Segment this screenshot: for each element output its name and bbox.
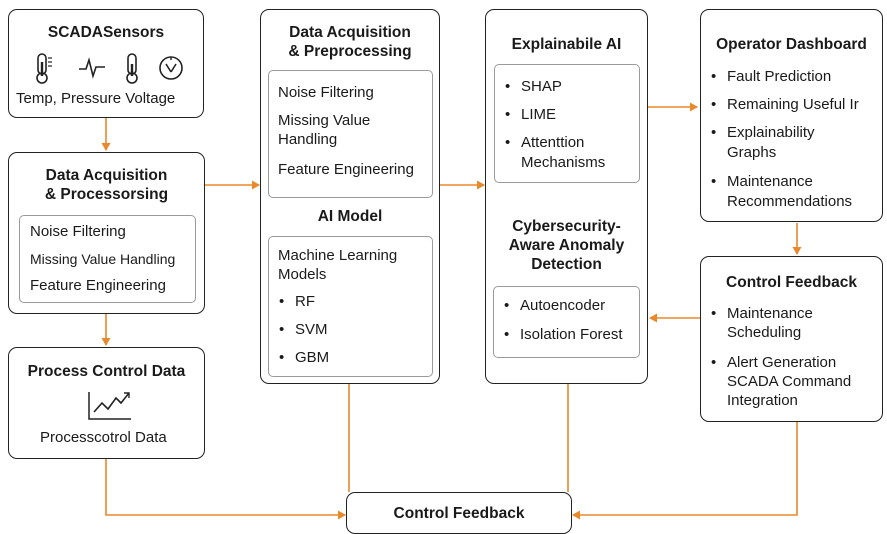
list-item: Noise Filtering <box>278 84 374 101</box>
list-item: Feature Engineering <box>30 277 166 294</box>
data-acquisition-left-title-line2: & Processorsing <box>44 186 169 203</box>
list-item-continuation: Integration <box>727 392 798 409</box>
list-item: Handling <box>278 131 338 148</box>
list-item: Missing Value <box>278 112 371 129</box>
cyber-title-line2: Aware Anomaly <box>508 237 625 254</box>
process-control-data-box: Process Control Data Processcotrol Data <box>8 347 205 459</box>
control-feedback-bottom-box: Control Feedback <box>346 492 572 534</box>
list-item-continuation: Mechanisms <box>521 154 606 171</box>
process-control-data-title: Process Control Data <box>27 363 186 380</box>
control-feedback-right-title: Control Feedback <box>726 274 857 291</box>
ai-model-list: Machine Learning Models •RF •SVM •GBM <box>268 236 433 377</box>
scada-sensors-box: SCADASensors Temp, Pressure Voltage <box>8 9 204 118</box>
xai-and-cyber-box: Explainabile AI •SHAP •LIME •Attenttion … <box>485 9 648 384</box>
cyber-title-line1: Cybersecurity- <box>512 218 621 235</box>
xai-list: •SHAP •LIME •Attenttion Mechanisms <box>494 64 640 183</box>
line-pcd-to-bottom <box>105 459 346 520</box>
process-control-data-caption: Processcotrol Data <box>40 429 167 446</box>
thermometer-icon <box>126 53 138 84</box>
data-acquisition-left-box: Data Acquisition & Processorsing Noise F… <box>8 152 205 314</box>
waveform-icon <box>79 57 105 79</box>
scada-sensors-title: SCADASensors <box>47 24 165 41</box>
ai-model-title: AI Model <box>317 208 383 225</box>
line-control-to-bottom <box>572 422 798 520</box>
data-acquisition-left-title-line1: Data Acquisition <box>45 167 168 184</box>
data-acquisition-left-list: Noise Filtering Missing Value Handling F… <box>19 215 196 303</box>
xai-title: Explainabile AI <box>511 36 622 53</box>
list-item: Missing Value Handling <box>30 251 176 267</box>
scada-sensors-caption: Temp, Pressure Voltage <box>16 90 176 107</box>
control-feedback-right-box: Control Feedback •Maintenance Scheduling… <box>700 256 883 422</box>
ai-model-intro-line1: Machine Learning <box>278 247 398 264</box>
list-item-continuation: Graphs <box>727 144 777 161</box>
list-item: Noise Filtering <box>30 223 126 240</box>
preprocessing-title-line1: Data Acquisition <box>289 24 411 41</box>
line-chart-icon <box>88 392 131 420</box>
preprocessing-and-ai-model-box: Data Acquisition & Preprocessing Noise F… <box>260 9 440 384</box>
list-item: Feature Engineering <box>278 161 414 178</box>
cyber-list: •Autoencoder •Isolation Forest <box>493 286 640 358</box>
control-feedback-bottom-title: Control Feedback <box>393 505 525 522</box>
preprocessing-list: Noise Filtering Missing Value Handling F… <box>268 70 433 198</box>
operator-dashboard-box: Operator Dashboard •Fault Prediction •Re… <box>700 9 883 222</box>
preprocessing-title-line2: & Preprocessing <box>288 43 412 60</box>
list-item-continuation: Scheduling <box>727 324 802 341</box>
ai-model-intro-line2: Models <box>278 266 327 283</box>
gauge-icon <box>159 56 183 80</box>
thermometer-icon <box>36 53 52 84</box>
operator-dashboard-title: Operator Dashboard <box>716 36 867 53</box>
cyber-title-line3: Detection <box>531 256 602 273</box>
list-item-continuation: Recommendations <box>727 193 853 210</box>
list-item-continuation: SCADA Command <box>727 373 852 390</box>
